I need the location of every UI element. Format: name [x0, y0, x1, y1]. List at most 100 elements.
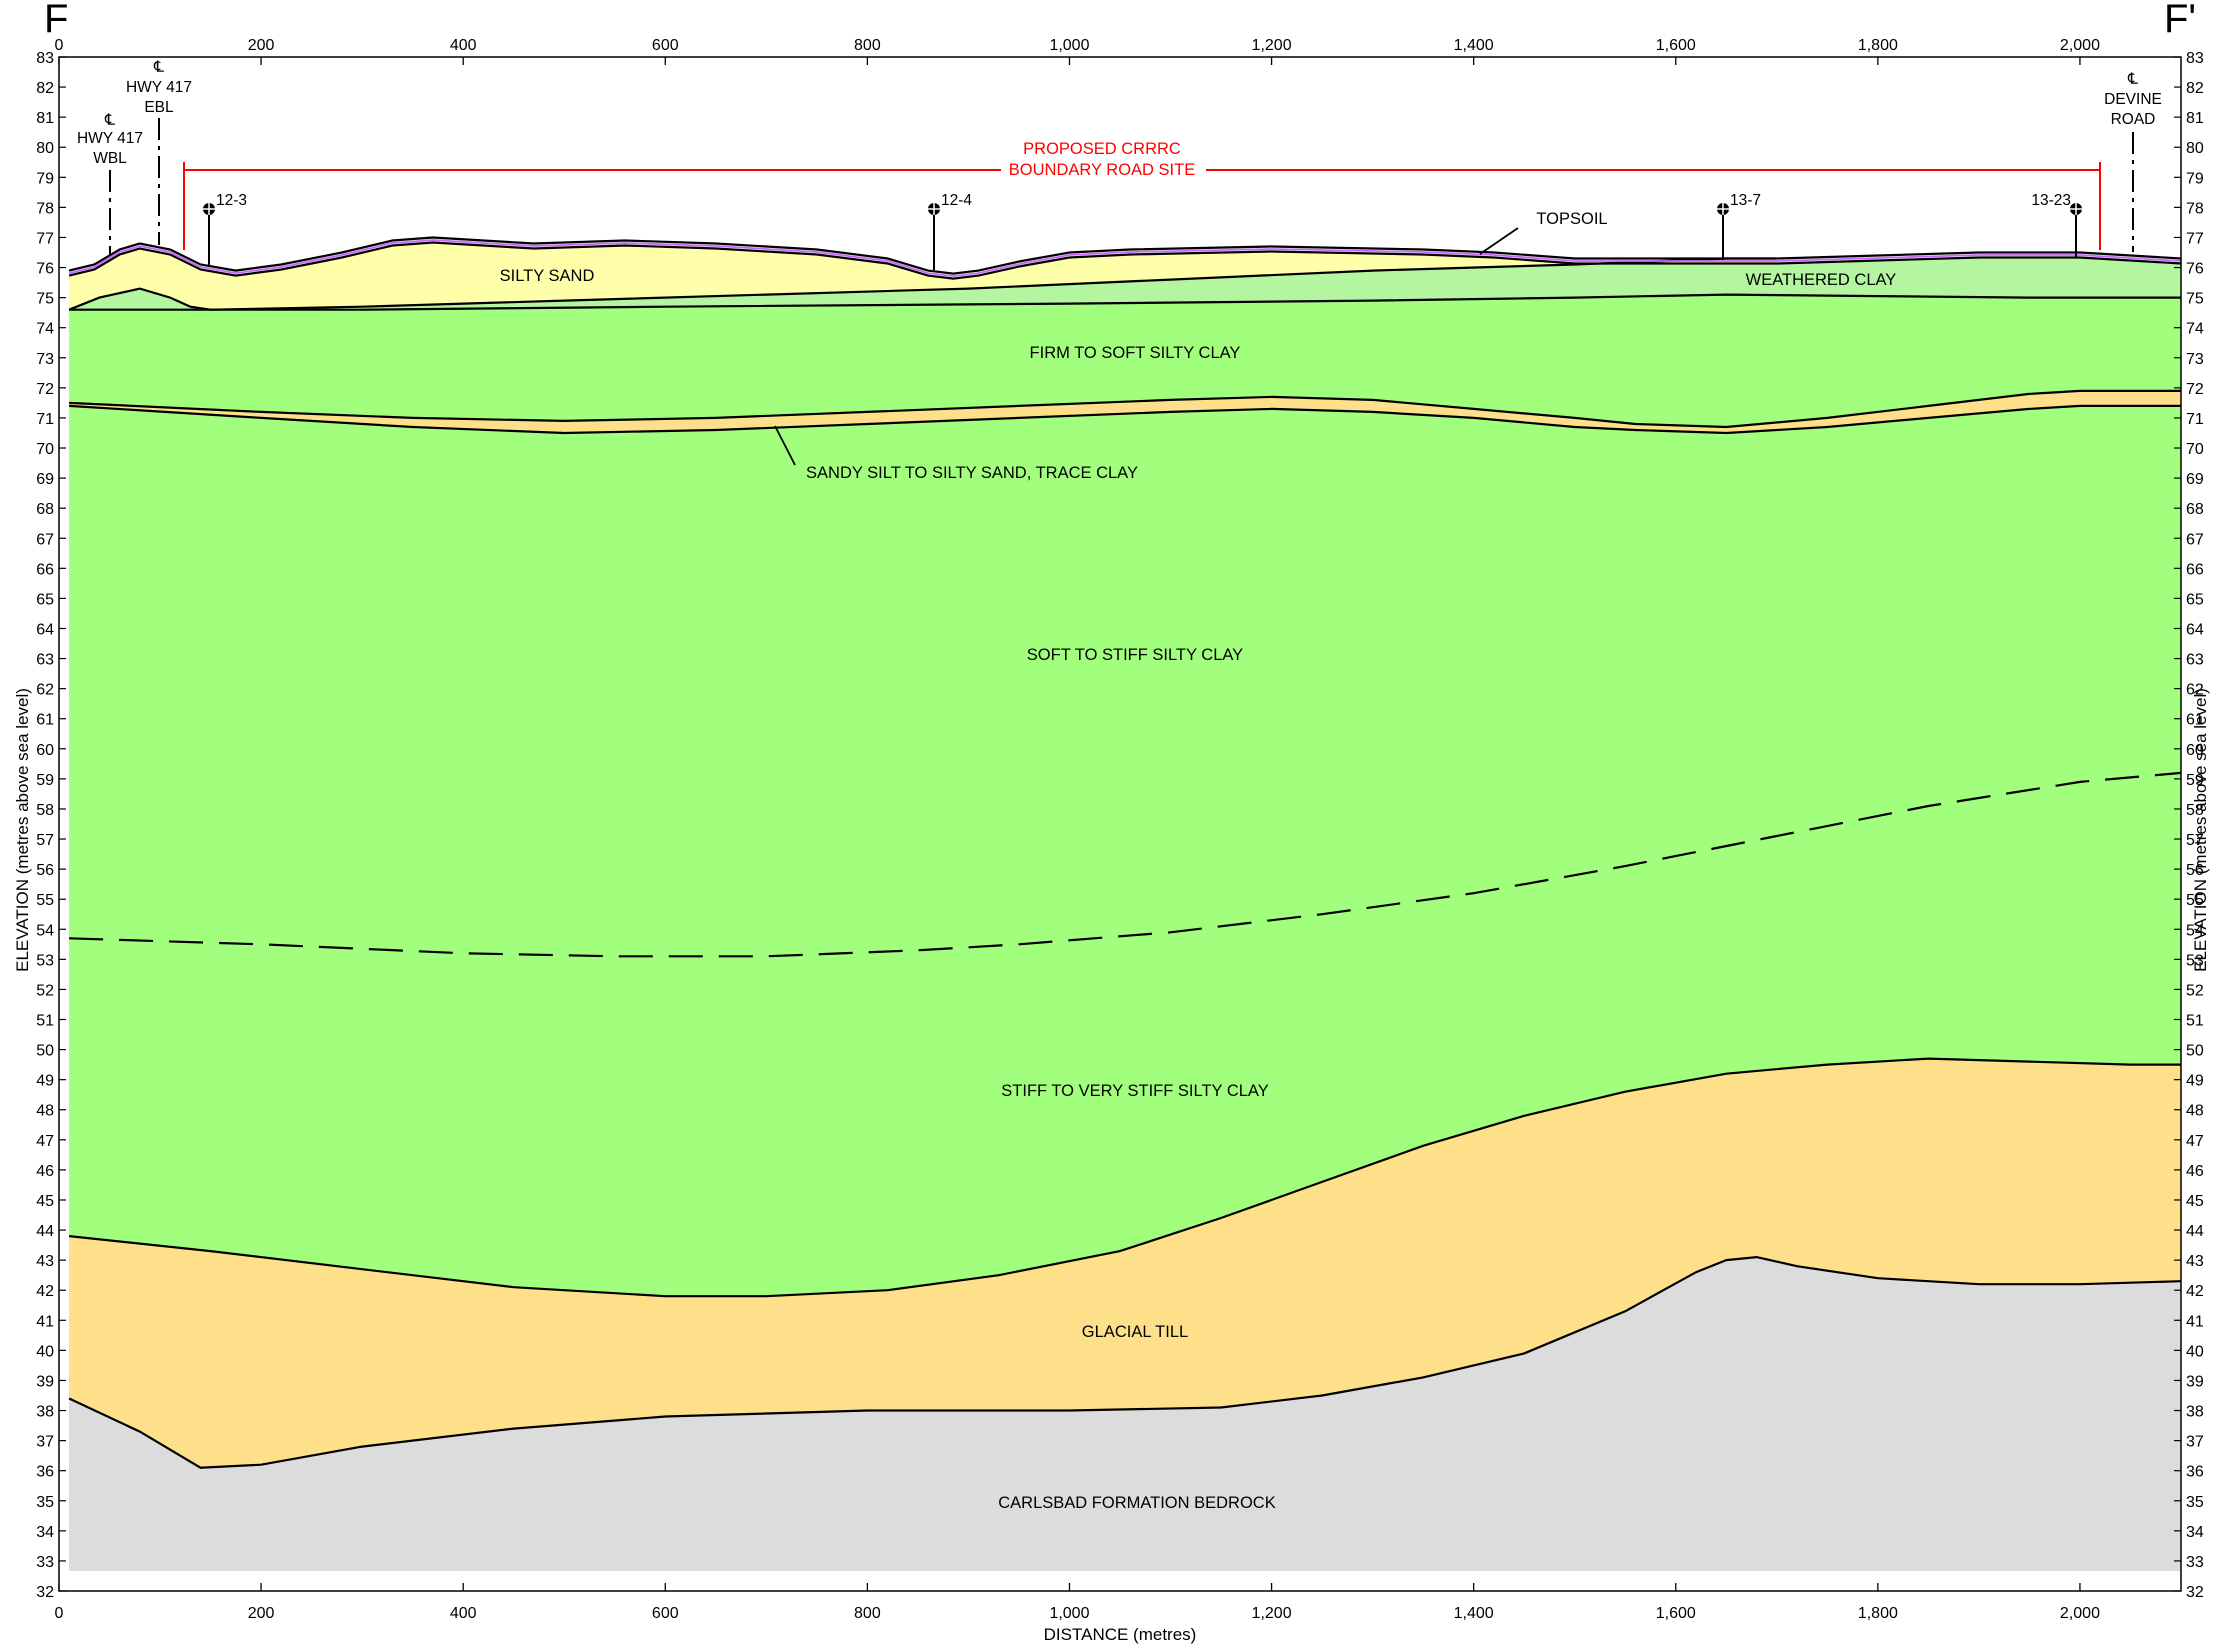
centreline-symbol: ℄: [2127, 71, 2139, 88]
borehole-13-7: 13-7: [1717, 192, 1761, 260]
borehole-label: 12-3: [216, 192, 247, 209]
silty-sand-layer-fill: [69, 242, 1777, 310]
y-tick-label-left: 47: [36, 1133, 54, 1150]
y-tick-label-left: 61: [36, 712, 54, 729]
y-tick-label-right: 74: [2186, 321, 2204, 338]
sandy-silt-leader-line: [774, 425, 796, 466]
y-tick-label-right: 51: [2186, 1013, 2204, 1030]
y-tick-label-left: 59: [36, 772, 54, 789]
y-tick-label-right: 77: [2186, 230, 2204, 247]
y-tick-label-left: 39: [36, 1373, 54, 1390]
road-marker-line2: WBL: [93, 150, 127, 167]
ground-surface-line: [68, 236, 2182, 275]
firm-to-soft-clay-label: FIRM TO SOFT SILTY CLAY: [1030, 344, 1241, 362]
y-tick-label-left: 74: [36, 321, 54, 338]
y-tick-label-left: 46: [36, 1163, 54, 1180]
sandy-silt-label: SANDY SILT TO SILTY SAND, TRACE CLAY: [806, 464, 1138, 482]
soft-to-stiff-clay-label: SOFT TO STIFF SILTY CLAY: [1027, 646, 1243, 664]
weathered-clay-label: WEATHERED CLAY: [1746, 271, 1897, 289]
y-tick-label-left: 67: [36, 531, 54, 548]
y-tick-label-right: 50: [2186, 1043, 2204, 1060]
y-tick-label-left: 75: [36, 291, 54, 308]
silty-sand-label: SILTY SAND: [500, 267, 595, 285]
y-tick-label-right: 56: [2186, 862, 2204, 879]
sandy-silt-base-line: [69, 404, 2181, 435]
y-tick-label-left: 58: [36, 802, 54, 819]
y-tick-label-right: 36: [2186, 1464, 2204, 1481]
y-tick-label-right: 83: [2186, 50, 2204, 67]
y-tick-label-right: 40: [2186, 1343, 2204, 1360]
y-tick-label-left: 62: [36, 682, 54, 699]
y-tick-label-right: 60: [2186, 742, 2204, 759]
y-tick-label-left: 32: [36, 1584, 54, 1601]
x-tick-label-bottom: 1,200: [1252, 1605, 1292, 1622]
y-tick-label-right: 79: [2186, 170, 2204, 187]
x-tick-label-bottom: 1,400: [1454, 1605, 1494, 1622]
x-tick-label-bottom: 0: [55, 1605, 64, 1622]
y-tick-label-right: 78: [2186, 200, 2204, 217]
y-tick-label-left: 71: [36, 411, 54, 428]
y-tick-label-right: 39: [2186, 1373, 2204, 1390]
y-tick-label-left: 50: [36, 1043, 54, 1060]
y-tick-label-left: 38: [36, 1404, 54, 1421]
x-tick-label-top: 1,000: [1049, 37, 1089, 54]
borehole-12-3: 12-3: [203, 192, 247, 265]
y-tick-label-left: 77: [36, 230, 54, 247]
y-tick-label-left: 60: [36, 742, 54, 759]
centreline-symbol: ℄: [104, 112, 116, 129]
y-tick-label-left: 63: [36, 652, 54, 669]
sandy-silt-layer-fill: [69, 390, 2181, 433]
y-tick-label-right: 58: [2186, 802, 2204, 819]
y-tick-label-left: 42: [36, 1283, 54, 1300]
x-tick-label-bottom: 400: [450, 1605, 477, 1622]
glacial-till-label: GLACIAL TILL: [1082, 1323, 1188, 1341]
y-tick-label-left: 72: [36, 381, 54, 398]
borehole-label: 13-23: [2031, 192, 2071, 209]
y-tick-label-left: 56: [36, 862, 54, 879]
y-tick-label-left: 54: [36, 922, 54, 939]
y-tick-label-left: 48: [36, 1103, 54, 1120]
x-tick-label-top: 1,200: [1252, 37, 1292, 54]
y-tick-label-left: 43: [36, 1253, 54, 1270]
y-tick-label-left: 76: [36, 261, 54, 278]
road-marker-line2: EBL: [144, 99, 174, 116]
y-tick-label-left: 40: [36, 1343, 54, 1360]
x-tick-label-top: 800: [854, 37, 881, 54]
y-tick-label-right: 80: [2186, 140, 2204, 157]
y-tick-label-right: 41: [2186, 1313, 2204, 1330]
y-tick-label-left: 81: [36, 110, 54, 127]
borehole-12-4: 12-4: [928, 192, 972, 270]
y-tick-label-right: 32: [2186, 1584, 2204, 1601]
silty-sand-base-line: [68, 257, 1777, 311]
y-tick-label-left: 45: [36, 1193, 54, 1210]
y-tick-label-right: 63: [2186, 652, 2204, 669]
y-tick-label-left: 78: [36, 200, 54, 217]
x-tick-label-bottom: 600: [652, 1605, 679, 1622]
y-tick-label-left: 51: [36, 1013, 54, 1030]
y-tick-label-right: 37: [2186, 1434, 2204, 1451]
bedrock-label: CARLSBAD FORMATION BEDROCK: [998, 1494, 1275, 1512]
y-tick-label-right: 38: [2186, 1404, 2204, 1421]
y-tick-label-left: 69: [36, 471, 54, 488]
layer-labels: SILTY SAND WEATHERED CLAY TOPSOIL FIRM T…: [500, 210, 1897, 1512]
section-start-label: F: [44, 0, 68, 41]
x-tick-label-top: 200: [248, 37, 275, 54]
y-axis-label-right: ELEVATION (metres above sea level): [2191, 688, 2210, 972]
y-tick-label-left: 36: [36, 1464, 54, 1481]
y-tick-label-left: 79: [36, 170, 54, 187]
y-tick-label-right: 48: [2186, 1103, 2204, 1120]
weathered-clay-base-line: [69, 293, 2181, 311]
bedrock-layer-fill: [69, 1257, 2181, 1571]
y-tick-label-right: 68: [2186, 501, 2204, 518]
plot-frame: [58, 56, 2182, 1592]
y-tick-label-right: 55: [2186, 892, 2204, 909]
y-tick-label-right: 69: [2186, 471, 2204, 488]
y-tick-label-left: 37: [36, 1434, 54, 1451]
y-tick-label-right: 46: [2186, 1163, 2204, 1180]
x-tick-label-bottom: 800: [854, 1605, 881, 1622]
borehole-label: 13-7: [1730, 192, 1761, 209]
site-label-line1: PROPOSED CRRRC: [1023, 140, 1181, 158]
x-tick-label-bottom: 1,600: [1656, 1605, 1696, 1622]
x-tick-label-top: 400: [450, 37, 477, 54]
y-tick-label-right: 53: [2186, 952, 2204, 969]
